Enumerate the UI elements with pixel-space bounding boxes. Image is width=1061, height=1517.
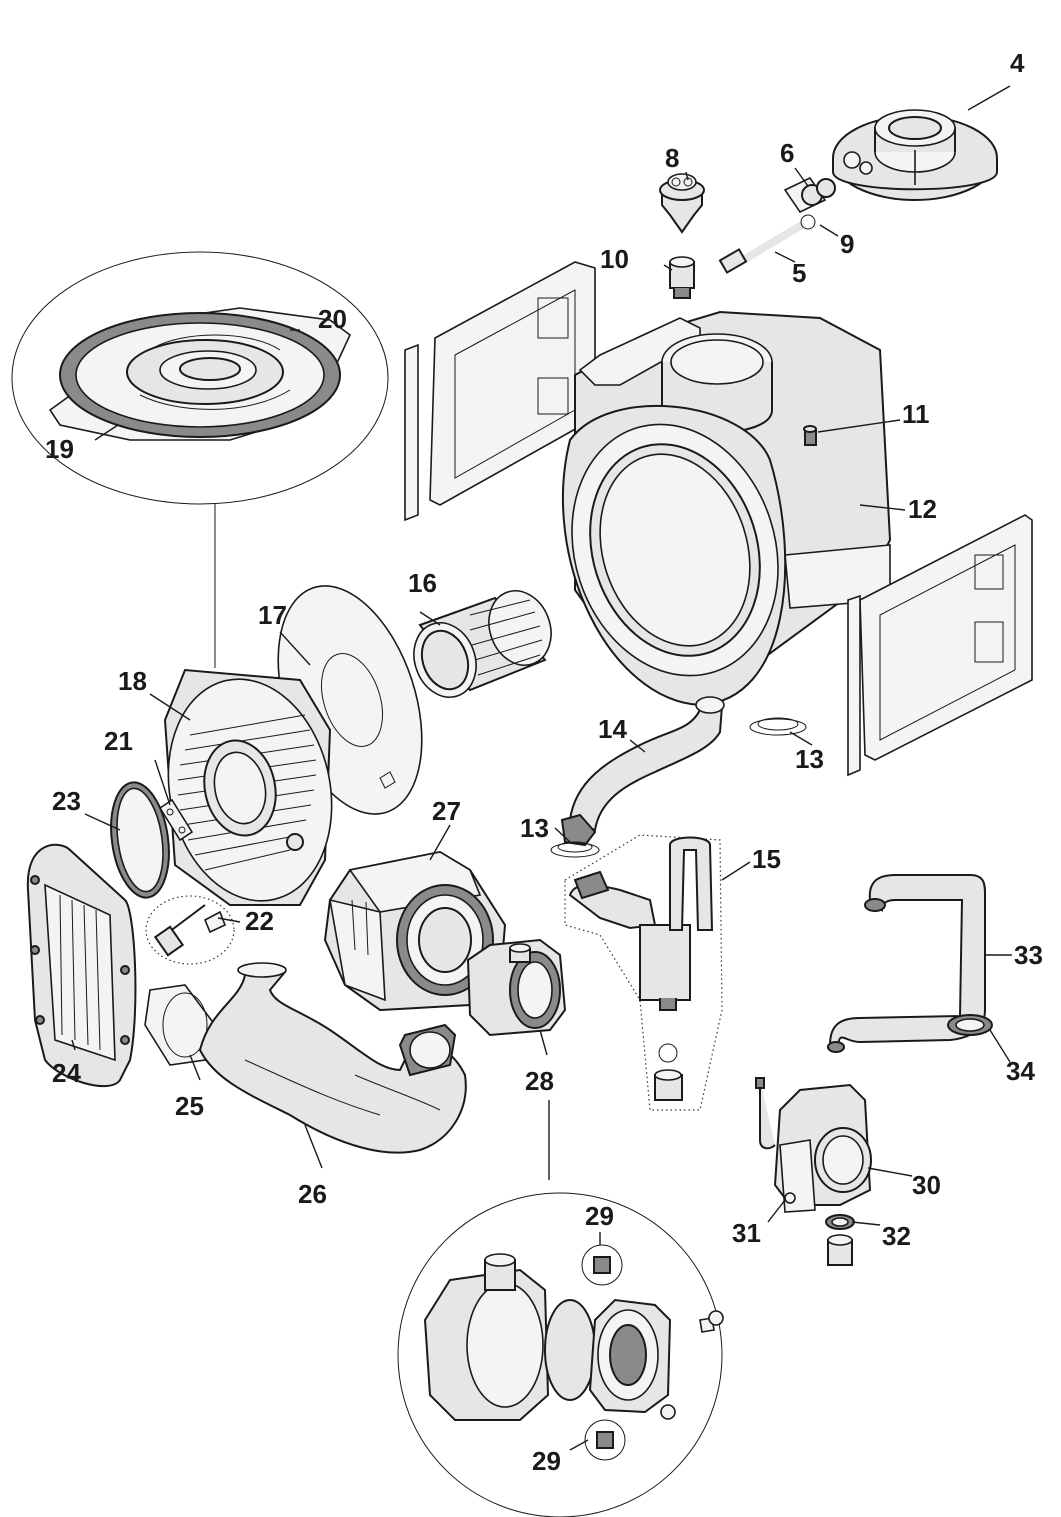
part-27-fan (323, 850, 507, 1012)
part-12-heat-exchanger (561, 310, 892, 707)
back-bracket-right (847, 514, 1033, 777)
callout-labels: 4 5 6 8 9 10 11 12 13 13 14 15 16 17 18 … (45, 48, 1043, 1476)
callout-29-bottom: 29 (532, 1446, 561, 1476)
part-22-electrode (145, 895, 235, 965)
back-bracket-left (404, 261, 596, 522)
part-5-sensor (718, 214, 816, 274)
part-15-trap (564, 834, 723, 1111)
callout-13-right: 13 (795, 744, 824, 774)
callout-13-left: 13 (520, 813, 549, 843)
callout-17: 17 (258, 600, 287, 630)
part-16-burner (413, 590, 552, 698)
part-21-plate (158, 798, 194, 842)
callout-14: 14 (598, 714, 627, 744)
callout-34: 34 (1006, 1056, 1035, 1086)
part-13-clip-left (550, 841, 600, 858)
part-32-washer-fitting (825, 1214, 855, 1266)
callout-19: 19 (45, 434, 74, 464)
part-6-grommets (783, 176, 836, 214)
part-25-gasket (144, 984, 216, 1066)
callout-21: 21 (104, 726, 133, 756)
leader-lines (71, 85, 1012, 1451)
callout-6: 6 (780, 138, 794, 168)
part-4-flue-adaptor (832, 109, 998, 201)
callout-18: 18 (118, 666, 147, 696)
callout-32: 32 (882, 1221, 911, 1251)
callout-20: 20 (318, 304, 347, 334)
callout-22: 22 (245, 906, 274, 936)
callout-25: 25 (175, 1091, 204, 1121)
callout-30: 30 (912, 1170, 941, 1200)
callout-5: 5 (792, 258, 806, 288)
callout-4: 4 (1010, 48, 1025, 78)
part-13-clip-right (749, 717, 807, 736)
callout-27: 27 (432, 796, 461, 826)
callout-33: 33 (1014, 940, 1043, 970)
callout-23: 23 (52, 786, 81, 816)
part-26-flue-pipe (198, 962, 467, 1154)
callout-15: 15 (752, 844, 781, 874)
part-18-front-plate (163, 668, 333, 906)
part-34-washer (947, 1014, 993, 1036)
callout-9: 9 (840, 229, 854, 259)
callout-24: 24 (52, 1058, 81, 1088)
callout-26: 26 (298, 1179, 327, 1209)
callout-10: 10 (600, 244, 629, 274)
part-23-ring (110, 781, 170, 899)
callout-31: 31 (732, 1218, 761, 1248)
part-30-gas-valve (755, 1077, 872, 1213)
detail-circle-venturi (397, 1192, 724, 1517)
part-28-venturi (466, 938, 567, 1037)
part-10-fitting (669, 256, 695, 299)
callout-8: 8 (665, 143, 679, 173)
detail-ellipse-gasket (11, 251, 389, 505)
part-24-cover (26, 843, 137, 1088)
callout-12: 12 (908, 494, 937, 524)
callout-29-top: 29 (585, 1201, 614, 1231)
part-8-air-vent (659, 173, 705, 234)
callout-11: 11 (902, 399, 930, 429)
callout-16: 16 (408, 568, 437, 598)
callout-28: 28 (525, 1066, 554, 1096)
part-14-hose (560, 696, 725, 847)
